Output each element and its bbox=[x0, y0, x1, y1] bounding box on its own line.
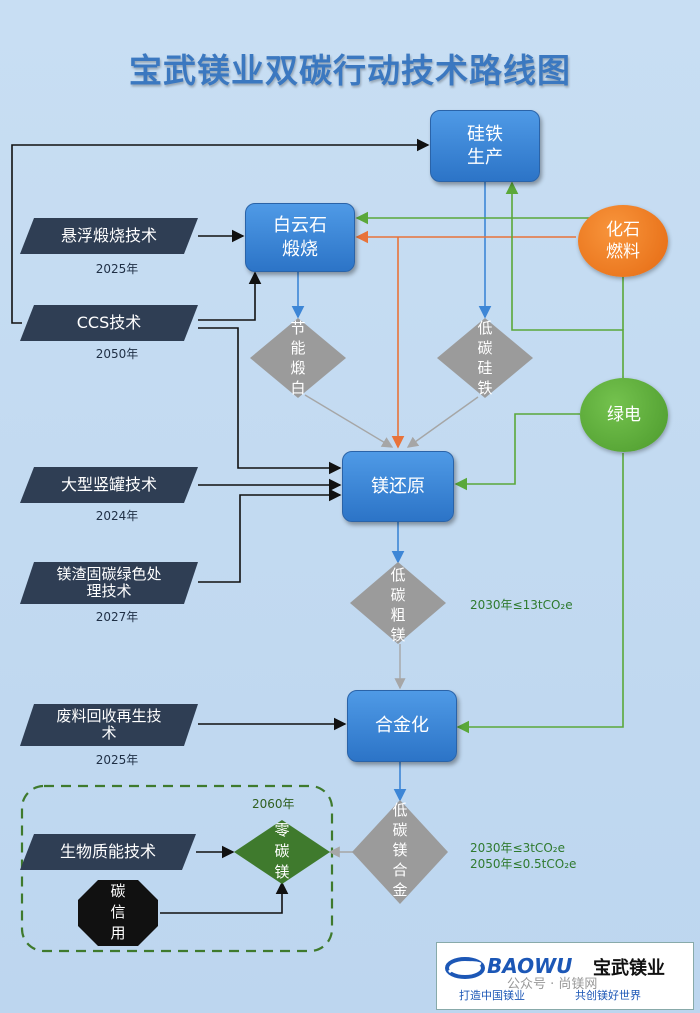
target-alloy-2050: 2050年≤0.5tCO₂e bbox=[470, 857, 577, 871]
tech-label: 悬浮煅烧技术 bbox=[60, 225, 157, 245]
tech-year: 2025年 bbox=[95, 262, 139, 276]
page-title: 宝武镁业双碳行动技术路线图 bbox=[129, 51, 571, 90]
logo-brand: BAOWU bbox=[487, 954, 573, 978]
tech-label: 生物质能技术 bbox=[59, 841, 156, 861]
fossil-fuel-label: 化石 燃料 bbox=[606, 219, 640, 262]
diamond-zero-carbon-mg bbox=[234, 820, 330, 884]
tech-label: 镁渣固碳绿色处理技术 bbox=[56, 564, 162, 600]
tech-label: 废料回收再生技术 bbox=[56, 706, 162, 742]
fossil-fuel-circle: 化石 燃料 bbox=[578, 205, 668, 277]
tech-suspension-calcination: 悬浮煅烧技术 bbox=[20, 218, 198, 254]
target-crude-mg: 2030年≤13tCO₂e bbox=[470, 598, 573, 612]
diamond-energy-saving-calcination bbox=[250, 318, 346, 398]
arrow-slag-to-reduction bbox=[198, 488, 342, 583]
tech-year: 2025年 bbox=[95, 753, 139, 767]
process-alloying: 合金化 bbox=[347, 690, 457, 762]
baowu-logo-icon bbox=[445, 957, 485, 979]
logo-name: 宝武镁业 bbox=[593, 958, 665, 979]
process-silicon-iron: 硅铁 生产 bbox=[430, 110, 540, 182]
tech-scrap-recycling: 废料回收再生技术 bbox=[20, 704, 198, 746]
process-alloying-label: 合金化 bbox=[375, 715, 429, 737]
diamond-label-crude-mg: 低碳粗镁 bbox=[390, 566, 406, 644]
carbon-credit-octagon bbox=[78, 880, 158, 946]
tech-biomass: 生物质能技术 bbox=[20, 834, 196, 870]
process-dolomite: 白云石 煅烧 bbox=[245, 203, 355, 272]
diamond-low-carbon-crude-mg bbox=[350, 562, 446, 644]
diamond-label-calcination: 节能煅白 bbox=[290, 319, 306, 397]
diamond-low-carbon-mg-alloy bbox=[352, 800, 448, 904]
arrow-ccs-to-reduction bbox=[198, 327, 342, 475]
diamond-label-ferrosilicon: 低碳硅铁 bbox=[477, 319, 493, 397]
arrow-ferrosilicon-to-reduction bbox=[406, 396, 479, 448]
tech-slag-carbon-fixation: 镁渣固碳绿色处理技术 bbox=[20, 562, 198, 604]
arrow-ccs-to-dolomite bbox=[198, 271, 262, 321]
tech-year: 2027年 bbox=[95, 610, 139, 624]
tech-year: 2050年 bbox=[95, 347, 139, 361]
watermark: 公众号 · 尚镁网 bbox=[507, 977, 598, 992]
process-dolomite-label: 白云石 煅烧 bbox=[273, 215, 327, 260]
arrow-credit-to-zero-carbon bbox=[160, 881, 289, 914]
logo-slogan-left: 打造中国镁业 bbox=[459, 989, 525, 1002]
tech-ccs: CCS技术 bbox=[20, 305, 198, 341]
green-power-circle: 绿电 bbox=[580, 378, 668, 452]
arrow-green-to-reduction bbox=[454, 413, 580, 491]
diamond-label-zero-carbon: 零碳镁 bbox=[274, 821, 290, 881]
green-power-label: 绿电 bbox=[607, 404, 641, 425]
process-silicon-iron-label: 硅铁 生产 bbox=[467, 123, 503, 168]
arrow-ccs-to-silicon-iron bbox=[11, 138, 430, 324]
logo-badge: BAOWU 宝武镁业 打造中国镁业 共创镁好世界 公众号 · 尚镁网 bbox=[436, 942, 694, 1010]
arrow-green-to-silicon-iron bbox=[505, 181, 624, 378]
zero-carbon-year: 2060年 bbox=[252, 797, 295, 811]
diamond-low-carbon-ferrosilicon bbox=[437, 318, 533, 398]
arrow-calcined-to-reduction bbox=[304, 394, 394, 448]
arrow-green-to-alloying bbox=[456, 453, 624, 734]
carbon-credit-label: 碳信用 bbox=[110, 882, 126, 942]
tech-vertical-retort: 大型竖罐技术 bbox=[20, 467, 198, 503]
diamond-label-mg-alloy: 低碳镁合金 bbox=[392, 801, 408, 899]
tech-label: 大型竖罐技术 bbox=[60, 474, 157, 494]
process-mg-reduction: 镁还原 bbox=[342, 451, 454, 522]
process-mg-reduction-label: 镁还原 bbox=[371, 475, 425, 497]
tech-year: 2024年 bbox=[95, 509, 139, 523]
tech-label: CCS技术 bbox=[76, 312, 142, 332]
target-alloy-2030: 2030年≤3tCO₂e bbox=[470, 841, 565, 855]
logo-slogan-right: 共创镁好世界 bbox=[575, 989, 641, 1002]
